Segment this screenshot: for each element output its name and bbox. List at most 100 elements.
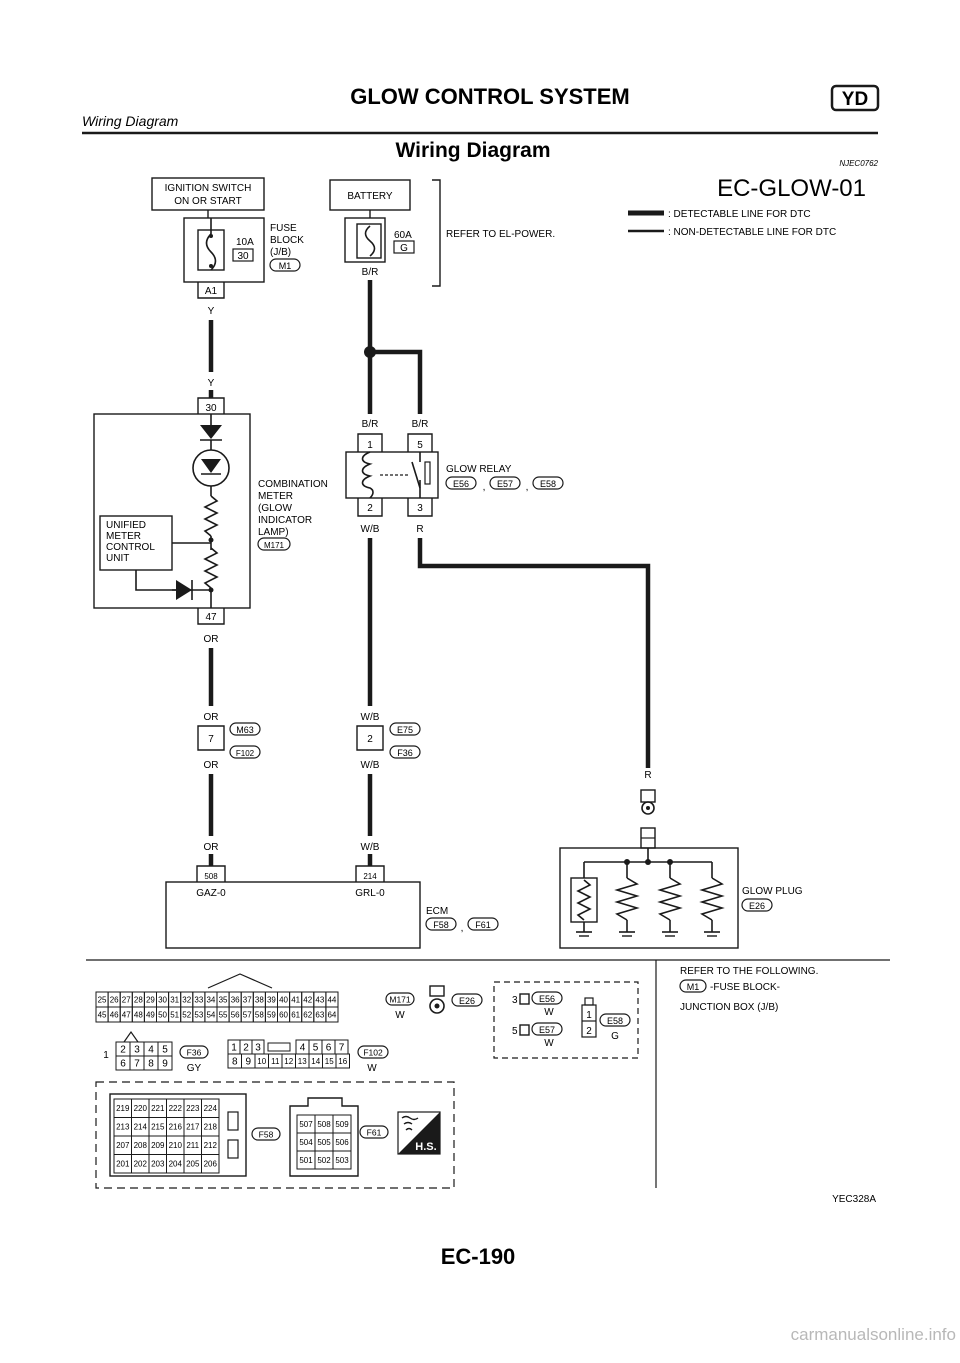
pin-label: 46	[110, 1010, 119, 1019]
unified-l2: METER	[106, 531, 141, 542]
relay-conn-e57: E57	[497, 479, 513, 489]
relay-conn-e58: E58	[540, 479, 556, 489]
pin-label: 204	[169, 1160, 183, 1169]
e58-color: G	[611, 1031, 619, 1042]
ecm-box	[165, 881, 421, 949]
meter-pin-30: 30	[205, 403, 217, 414]
e58-face-label: E58	[607, 1016, 623, 1026]
pin-label: 37	[243, 995, 252, 1004]
f102-color: W	[367, 1063, 377, 1074]
e57-pin: 5	[512, 1026, 518, 1037]
pin-label: 36	[231, 995, 240, 1004]
wire-r	[417, 538, 651, 768]
pin-label: 507	[299, 1120, 313, 1129]
wire-or-1: OR	[204, 634, 219, 645]
pin-label: 209	[151, 1141, 165, 1150]
pin-label: 47	[122, 1010, 131, 1019]
pin-label: 64	[327, 1010, 336, 1019]
pin-label: 211	[186, 1141, 199, 1150]
f61-face-label: F61	[367, 1128, 382, 1138]
diagram-id: EC-GLOW-01	[717, 175, 866, 202]
fuse-block-connector-badge	[269, 258, 301, 272]
glow-plug-connector: E26	[749, 901, 765, 911]
pin-label: 50	[158, 1010, 167, 1019]
legend-non-detectable: : NON-DETECTABLE LINE FOR DTC	[668, 227, 836, 238]
ecm-conn-f58: F58	[433, 920, 449, 930]
pin-label: 221	[151, 1104, 165, 1113]
m171-color: W	[395, 1010, 405, 1021]
pin-label: 62	[303, 1010, 312, 1019]
f102-face-label: F102	[363, 1048, 383, 1058]
relay-pin-2: 2	[367, 503, 373, 514]
junction-f36-conn: F36	[397, 748, 413, 758]
header-subtitle: Wiring Diagram	[82, 113, 179, 129]
e56-face-label: E56	[539, 994, 555, 1004]
combination-meter-box	[93, 413, 251, 609]
wire-br-relay-5: B/R	[412, 419, 429, 430]
ecm-comma: ,	[461, 923, 464, 934]
glow-plug-3	[657, 862, 683, 937]
glow-plug-1	[570, 862, 598, 937]
pin-label: 57	[243, 1010, 252, 1019]
m171-face-label: M171	[389, 995, 411, 1005]
meter-label-5: LAMP)	[258, 527, 289, 538]
pin-label: 9	[162, 1059, 168, 1070]
pin-label: 48	[134, 1010, 143, 1019]
pin-label: 11	[271, 1057, 280, 1066]
meter-connector: M171	[264, 541, 285, 550]
meter-label-1: COMBINATION	[258, 479, 328, 490]
meter-label-4: INDICATOR	[258, 515, 312, 526]
wire-r-relay: R	[416, 524, 423, 535]
f36-face-label: F36	[187, 1048, 202, 1058]
fuse-block-label-3: (J/B)	[270, 247, 291, 258]
unified-l3: CONTROL	[106, 542, 155, 553]
pin-label: 63	[315, 1010, 324, 1019]
ignition-label-1: IGNITION SWITCH	[165, 183, 252, 194]
pin-label: 33	[194, 995, 203, 1004]
pin-label: 504	[299, 1138, 313, 1147]
pin-label: 39	[267, 995, 276, 1004]
pin-label: 55	[219, 1010, 228, 1019]
meter-resistor-1	[204, 495, 218, 537]
ecm-terminal-gaz: GAZ-0	[196, 888, 226, 899]
junction-m63-conn: M63	[236, 725, 254, 735]
refer-connector: M1	[687, 982, 700, 992]
pin-label: 205	[186, 1160, 200, 1169]
glow-plug-terminal	[641, 801, 655, 815]
f36-color: GY	[187, 1063, 202, 1074]
pin-label: 2	[120, 1045, 126, 1056]
wire-wb-relay: W/B	[361, 524, 380, 535]
pin-label: 201	[116, 1160, 130, 1169]
fuse-block-label-2: BLOCK	[270, 235, 304, 246]
connector-a1: A1	[205, 286, 218, 297]
e56-color: W	[544, 1007, 554, 1018]
e57-color: W	[544, 1038, 554, 1049]
relay-pin-3: 3	[417, 503, 423, 514]
pin-label: 53	[194, 1010, 203, 1019]
pin-label: 9	[245, 1057, 251, 1068]
hs-label: H.S.	[415, 1141, 436, 1153]
pin-label: 223	[186, 1104, 200, 1113]
pin-label: 202	[134, 1160, 148, 1169]
relay-comma-1: ,	[483, 482, 486, 493]
pin-label: 7	[134, 1059, 140, 1070]
relay-comma-2: ,	[526, 482, 529, 493]
pin-label: 58	[255, 1010, 264, 1019]
wire-r-glow: R	[644, 770, 651, 781]
refer-title: REFER TO THE FOLLOWING.	[680, 966, 818, 977]
pin-label: 44	[327, 995, 336, 1004]
relay-pin-5: 5	[417, 440, 423, 451]
pin-label: 51	[170, 1010, 179, 1019]
pin-label: 220	[134, 1104, 148, 1113]
pin-label: 52	[182, 1010, 191, 1019]
pin-label: 5	[162, 1045, 168, 1056]
fuse-block-connector: M1	[279, 261, 292, 271]
f36-side-pin: 1	[103, 1050, 109, 1061]
header-title: GLOW CONTROL SYSTEM	[350, 84, 629, 109]
pin-label: 15	[325, 1057, 334, 1066]
pin-label: 214	[134, 1123, 148, 1132]
